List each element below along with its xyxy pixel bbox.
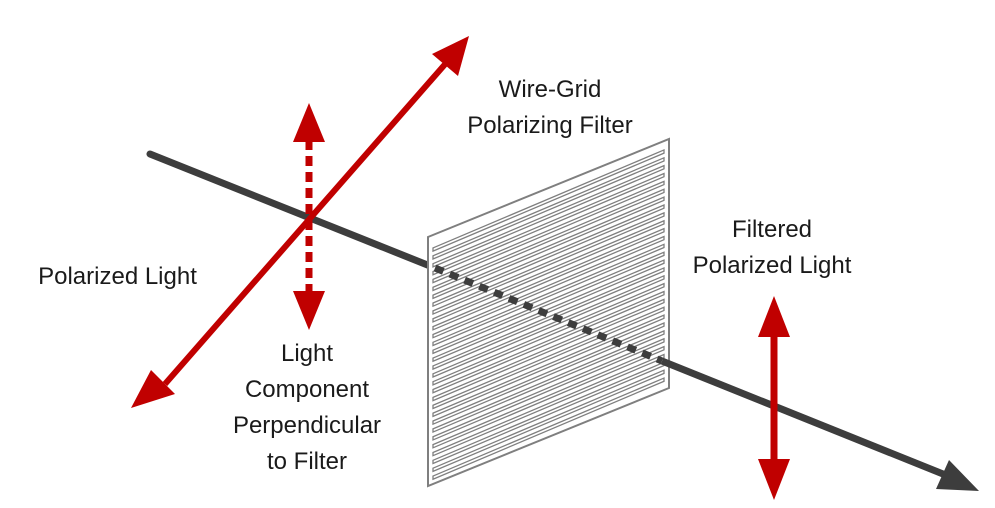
double-arrow-icon — [432, 36, 469, 76]
label-line: Light — [280, 340, 334, 367]
label-line: to Filter — [266, 448, 347, 475]
filter-wire — [432, 243, 665, 347]
wire-grid-filter — [427, 137, 670, 488]
filter-wire — [432, 227, 665, 331]
filter-wire — [432, 180, 665, 284]
label-line: Filtered — [731, 216, 813, 243]
label-line: Polarized Light — [692, 252, 852, 279]
filter-wire — [432, 274, 665, 378]
label-wire-grid-filter: Wire-Grid Polarizing Filter — [450, 72, 650, 144]
filter-wire — [432, 164, 665, 268]
double-arrow-icon — [293, 291, 325, 330]
light-beam-incoming — [146, 150, 439, 272]
filter-wires — [432, 148, 665, 481]
filter-wire — [432, 290, 665, 394]
filter-wire — [432, 314, 665, 418]
label-line: Wire-Grid — [498, 76, 602, 103]
double-arrow-icon — [293, 103, 325, 142]
filter-wire — [432, 204, 665, 308]
label-line: Perpendicular — [232, 412, 382, 439]
filter-wire — [432, 259, 665, 363]
filter-wire — [432, 353, 665, 457]
filter-wire — [432, 266, 665, 371]
filter-wire — [432, 235, 665, 339]
filter-wire — [432, 156, 665, 260]
label-line: Polarizing Filter — [467, 112, 633, 139]
double-arrow-icon — [758, 296, 790, 337]
label-line: Polarized Light — [38, 263, 197, 290]
double-arrow-icon — [758, 459, 790, 500]
filter-wire — [432, 251, 665, 355]
filtered-light-arrow — [758, 296, 790, 500]
filter-wire — [432, 172, 665, 276]
arrow-right-icon — [936, 460, 979, 491]
filter-wire — [432, 196, 665, 300]
filter-wire — [432, 369, 665, 473]
filter-wire — [432, 219, 665, 323]
double-arrow-icon — [131, 370, 175, 408]
filter-wire — [432, 148, 665, 253]
filter-wire — [432, 345, 665, 449]
filter-wire — [432, 282, 665, 386]
filter-wire — [432, 337, 665, 441]
light-beam-through-filter — [433, 264, 664, 365]
filter-wire — [432, 377, 665, 481]
filter-wire — [432, 211, 665, 316]
filter-wire — [432, 306, 665, 410]
label-polarized-light: Polarized Light — [20, 259, 215, 295]
filter-wire — [432, 322, 665, 426]
label-filtered-polarized-light: Filtered Polarized Light — [674, 212, 870, 284]
label-perpendicular-component: Light Component Perpendicular to Filter — [215, 336, 399, 480]
perpendicular-component-arrow — [293, 103, 325, 330]
filter-wire — [432, 188, 665, 292]
light-beam-outgoing — [660, 357, 950, 480]
filter-wire — [432, 329, 665, 434]
label-line: Component — [244, 376, 370, 403]
